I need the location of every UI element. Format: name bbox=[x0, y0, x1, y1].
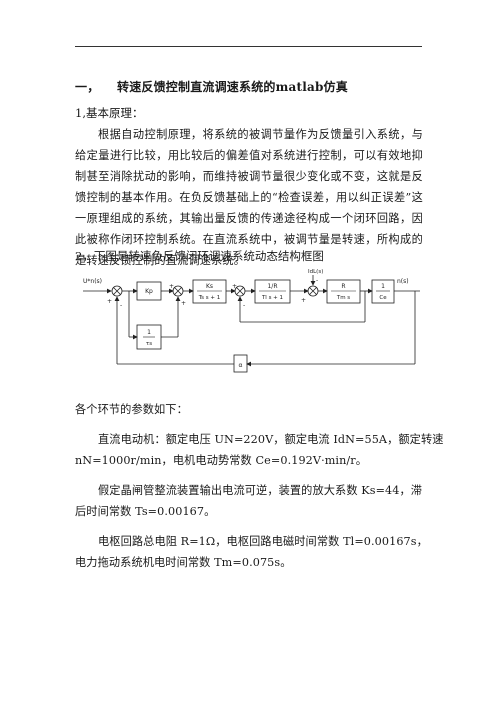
input-label: U*n(s) bbox=[83, 278, 102, 285]
scr-params-line2: 后时间常数 Ts=0.00167。 bbox=[75, 505, 216, 518]
diagram-heading: 2，下图是转速负反馈闭环调速系统动态结构框图 bbox=[75, 249, 324, 263]
section-title: 一， 转速反馈控制直流调速系统的matlab仿真 bbox=[75, 78, 348, 95]
principle-heading: 1,基本原理： bbox=[75, 106, 144, 120]
sign-plus-4: + bbox=[232, 283, 237, 290]
sign-plus-2: + bbox=[169, 283, 174, 290]
ce-denominator: Ce bbox=[379, 295, 387, 301]
motor-params-line1: 直流电动机：额定电压 UN=220V，额定电流 IdN=55A，额定转速 bbox=[98, 433, 444, 446]
armature-block bbox=[254, 279, 291, 304]
ks-numerator: Ks bbox=[206, 283, 213, 290]
section-number: 一， bbox=[75, 80, 100, 94]
ks-denominator: Ts s + 1 bbox=[198, 295, 221, 301]
mechanical-denominator: Tm s bbox=[336, 295, 350, 301]
mechanical-block bbox=[326, 279, 361, 304]
params-intro: 各个环节的参数如下： bbox=[75, 403, 188, 416]
summing-junction-2 bbox=[172, 285, 184, 297]
sign-plus-5: + bbox=[301, 297, 306, 304]
integral-denominator: τs bbox=[146, 341, 152, 347]
block-diagram: U*n(s) Kp Ks Ts s + 1 1/R Tl s + 1 R Tm … bbox=[83, 269, 420, 373]
summing-junction-4 bbox=[307, 285, 319, 297]
section-title-text: 转速反馈控制直流调速系统的matlab仿真 bbox=[117, 80, 348, 94]
circuit-params-line1: 电枢回路总电阻 R=1Ω，电枢回路电磁时间常数 Tl=0.00167s， bbox=[98, 535, 428, 548]
mechanical-numerator: R bbox=[341, 283, 345, 290]
sign-minus-3: - bbox=[316, 277, 318, 284]
motor-params-line2: nN=1000r/min，电机电动势常数 Ce=0.192V·min/r。 bbox=[75, 454, 368, 467]
load-label: IdL(s) bbox=[308, 269, 323, 275]
scr-params-line1: 假定晶闸管整流装置输出电流可逆，装置的放大系数 Ks=44，滞 bbox=[98, 484, 423, 497]
kp-label: Kp bbox=[145, 288, 153, 295]
sign-plus-3: + bbox=[181, 300, 186, 307]
principle-paragraph: 根据自动控制原理，将系统的被调节量作为反馈量引入系统，与给定量进行比较，用比较后… bbox=[75, 128, 423, 267]
summing-junction-1 bbox=[111, 285, 123, 297]
integral-numerator: 1 bbox=[147, 329, 151, 336]
armature-denominator: Tl s + 1 bbox=[261, 295, 283, 301]
circuit-params-line2: 电力拖动系统机电时间常数 Tm=0.075s。 bbox=[75, 556, 292, 569]
output-label: n(s) bbox=[397, 278, 409, 285]
sign-minus-1: - bbox=[120, 302, 122, 309]
ce-block bbox=[371, 279, 395, 304]
alpha-block bbox=[233, 354, 248, 373]
converter-block bbox=[192, 279, 227, 304]
armature-numerator: 1/R bbox=[267, 283, 277, 290]
sign-minus-2: - bbox=[243, 302, 245, 309]
header-rule bbox=[75, 46, 422, 47]
ce-numerator: 1 bbox=[381, 283, 385, 290]
alpha-label: α bbox=[239, 362, 243, 369]
sign-plus-1: + bbox=[107, 298, 112, 305]
